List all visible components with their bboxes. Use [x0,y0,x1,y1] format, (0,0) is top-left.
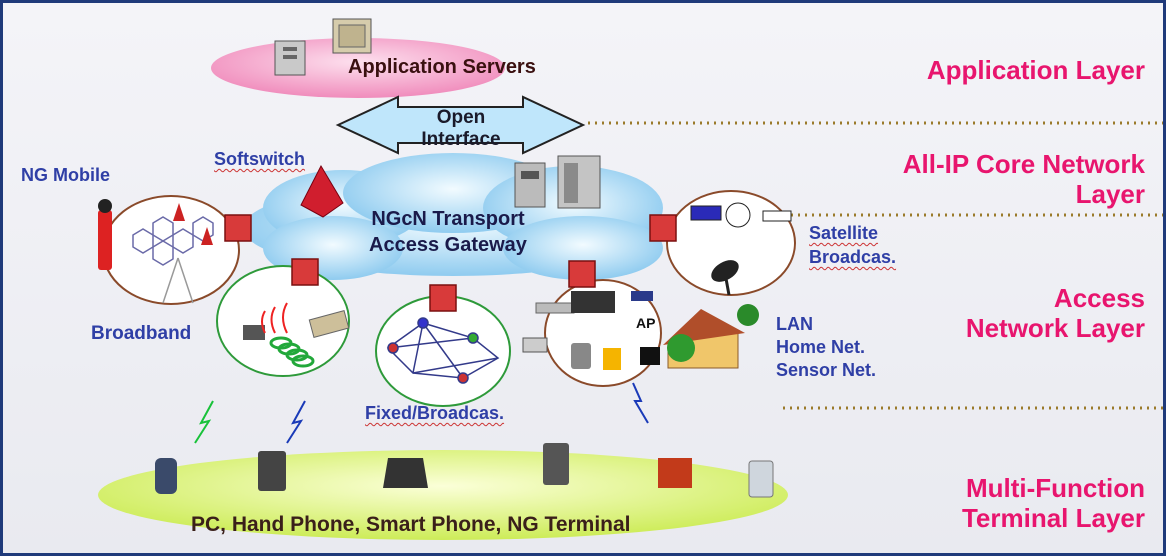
gateway-connector-icon [649,214,677,242]
lan-camera-icon [640,347,660,365]
wireless-bolt-icon [194,400,214,444]
gateway-connector-icon [568,260,596,288]
gateway-connector-icon [224,214,252,242]
access-point-label: AP [636,315,656,331]
lan-switch-icon [535,302,575,314]
application-layer-label: Application Layer [926,55,1145,85]
broadband-label: Broadband [91,323,192,344]
pda-icon [258,451,286,491]
broadband-wave-icon [261,302,288,334]
smart-phone-icon [543,443,569,485]
open-interface-arrow [335,95,586,155]
lan-label: LAN Home Net. Sensor Net. [776,314,877,380]
satellite-icon [690,202,792,228]
house-icon [663,304,759,369]
access-network-layer-label: Access Network Layer [965,283,1145,343]
terminal-layer-label: Multi-Function Terminal Layer [961,473,1145,533]
lan-phone-icon [571,343,591,369]
transport-gateway-label: NGcN Transport Access Gateway [369,208,527,256]
wireless-links [194,382,649,444]
tower-icon [173,203,213,245]
fixed-network-mesh-icon [386,317,500,384]
fixed-broadcast-label: Fixed/Broadcas. [365,403,505,423]
broadband-card-icon [308,310,350,338]
core-network-layer-label: All-IP Core Network Layer [902,149,1145,209]
wireless-bolt-icon [286,400,306,444]
lan-pc-icon [522,337,548,353]
wireless-bolt-icon [632,382,649,424]
gateway-connector-icon [429,284,457,312]
mobile-access-circle [102,195,240,305]
mobile-user-icon [98,199,112,270]
ng-mobile-label: NG Mobile [21,165,110,185]
open-interface-label: Open Interface [421,107,501,150]
server-icon [274,40,306,76]
tv-icon [658,458,692,488]
broadband-coil-icon [269,336,315,368]
core-network-cloud [243,153,663,280]
softswitch-label: Softswitch [214,149,306,169]
lan-sensor-icon [603,348,621,370]
terminal-devices-label: PC, Hand Phone, Smart Phone, NG Terminal [191,513,631,536]
gateway-connector-icon [291,258,319,286]
access-point-icon [631,291,653,301]
gateway-connectors [224,214,677,312]
satellite-label: Satellite Broadcas. [809,223,897,267]
server-icon [332,18,372,54]
gateway-server-icon [514,155,601,209]
ng-terminal-icon [748,460,774,498]
cell-phone-icon [155,458,177,494]
diagram-canvas [98,18,1163,540]
broadband-modem-icon [243,325,265,340]
layer-separators [588,121,1163,410]
lan-device-icon [571,291,615,313]
softswitch-icon [300,164,344,218]
application-servers-label: Application Servers [348,56,536,78]
laptop-icon [383,458,428,488]
satellite-dish-icon [711,260,739,296]
mobile-network-icon [132,216,214,304]
